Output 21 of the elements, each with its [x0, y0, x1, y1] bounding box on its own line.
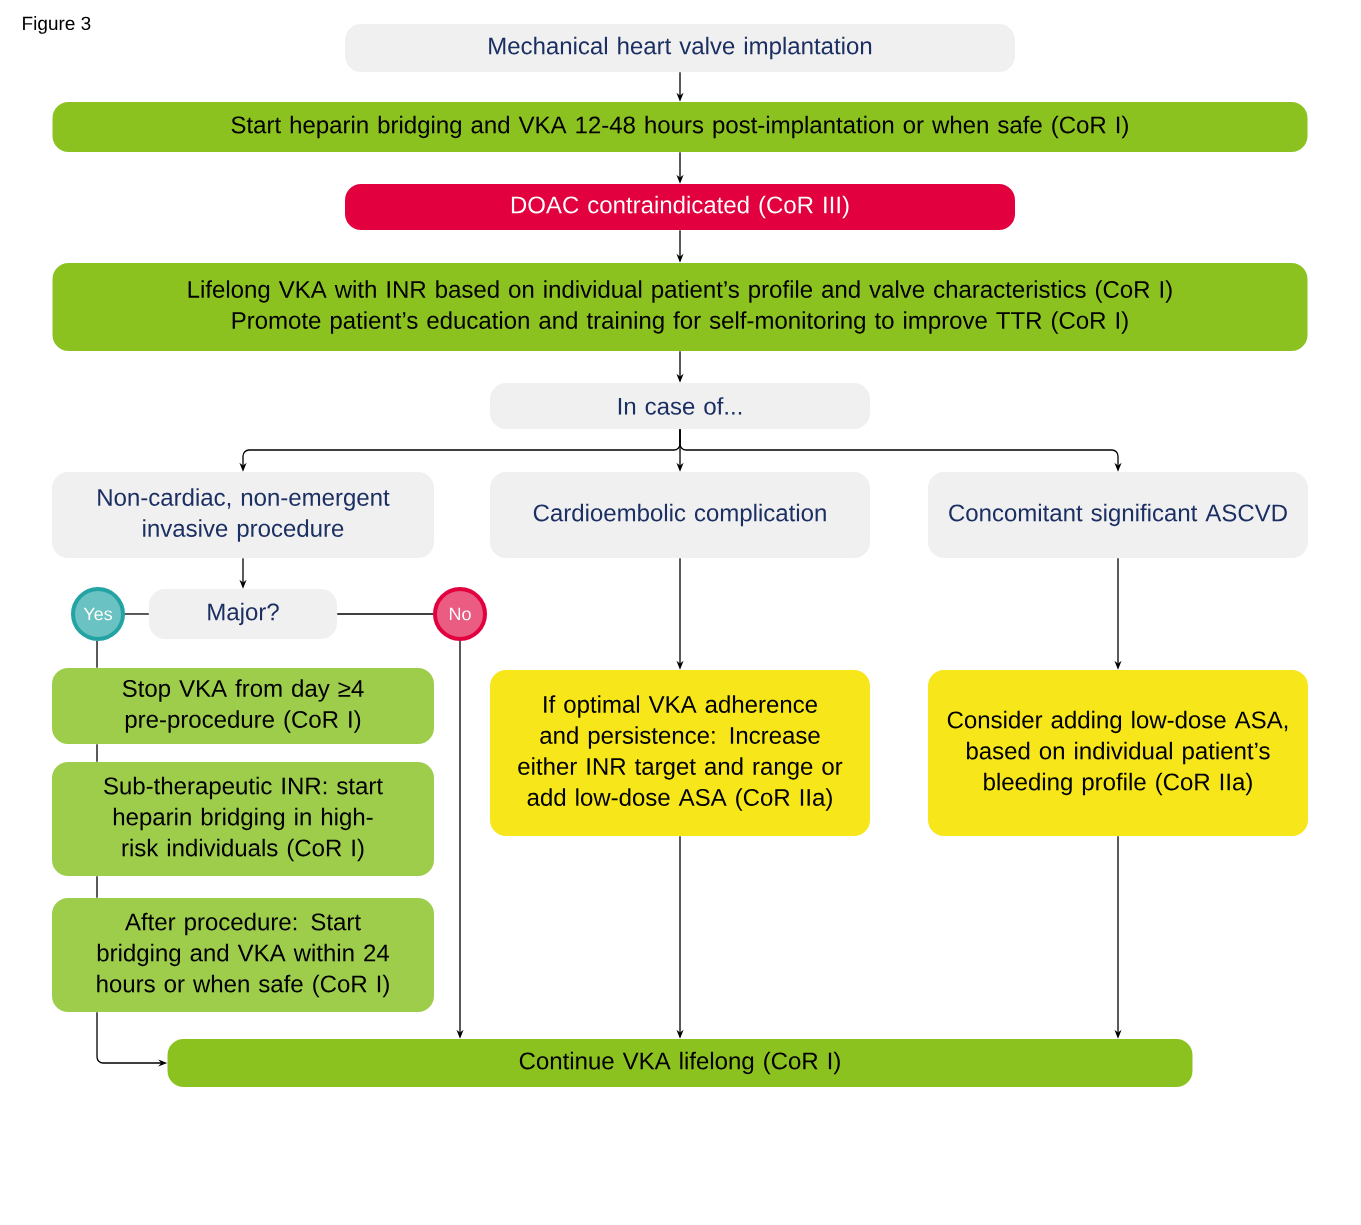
question-box: Major?: [149, 589, 337, 639]
recommendation-box: Consider adding low-dose ASA, based on individual patient’s bleeding profile (CoR IIa): [928, 670, 1308, 836]
connector-line: [96, 743, 98, 763]
recommendation-box: Sub-therapeutic INR: start heparin bridging in high-risk individuals (CoR I): [52, 762, 434, 876]
connector-line: [96, 875, 98, 899]
recommendation-box: If optimal VKA adherence and persistence: Increase either INR target and range or add low-dose ASA (CoR IIa): [490, 670, 870, 836]
outcome-box: Continue VKA lifelong (CoR I): [167, 1039, 1193, 1087]
recommendation-box: After procedure: Start bridging and VKA within 24 hours or when safe (CoR I): [52, 898, 434, 1012]
warning-box: DOAC contraindicated (CoR III): [345, 184, 1015, 230]
step-box: Concomitant significant ASCVD: [928, 472, 1308, 558]
step-box: Non-cardiac, non-emergent invasive procedure: [52, 472, 434, 558]
connector-line: [336, 613, 434, 615]
recommendation-box: Lifelong VKA with INR based on individual patient’s profile and valve characteristics (CoR I) Promote patient’s education and training for self-monitoring to improve TTR (CoR I): [52, 263, 1308, 351]
figure-label: Figure 3: [23, 16, 91, 34]
connector-line: [124, 613, 150, 615]
recommendation-box: Stop VKA from day ≥4 pre-procedure (CoR I): [52, 668, 434, 744]
step-box: Mechanical heart valve implantation: [345, 24, 1015, 72]
step-box: In case of...: [490, 383, 870, 429]
connector-line: [96, 640, 98, 669]
step-box: Cardioembolic complication: [490, 472, 870, 558]
recommendation-box: Start heparin bridging and VKA 12-48 hours post-implantation or when safe (CoR I): [52, 102, 1308, 152]
